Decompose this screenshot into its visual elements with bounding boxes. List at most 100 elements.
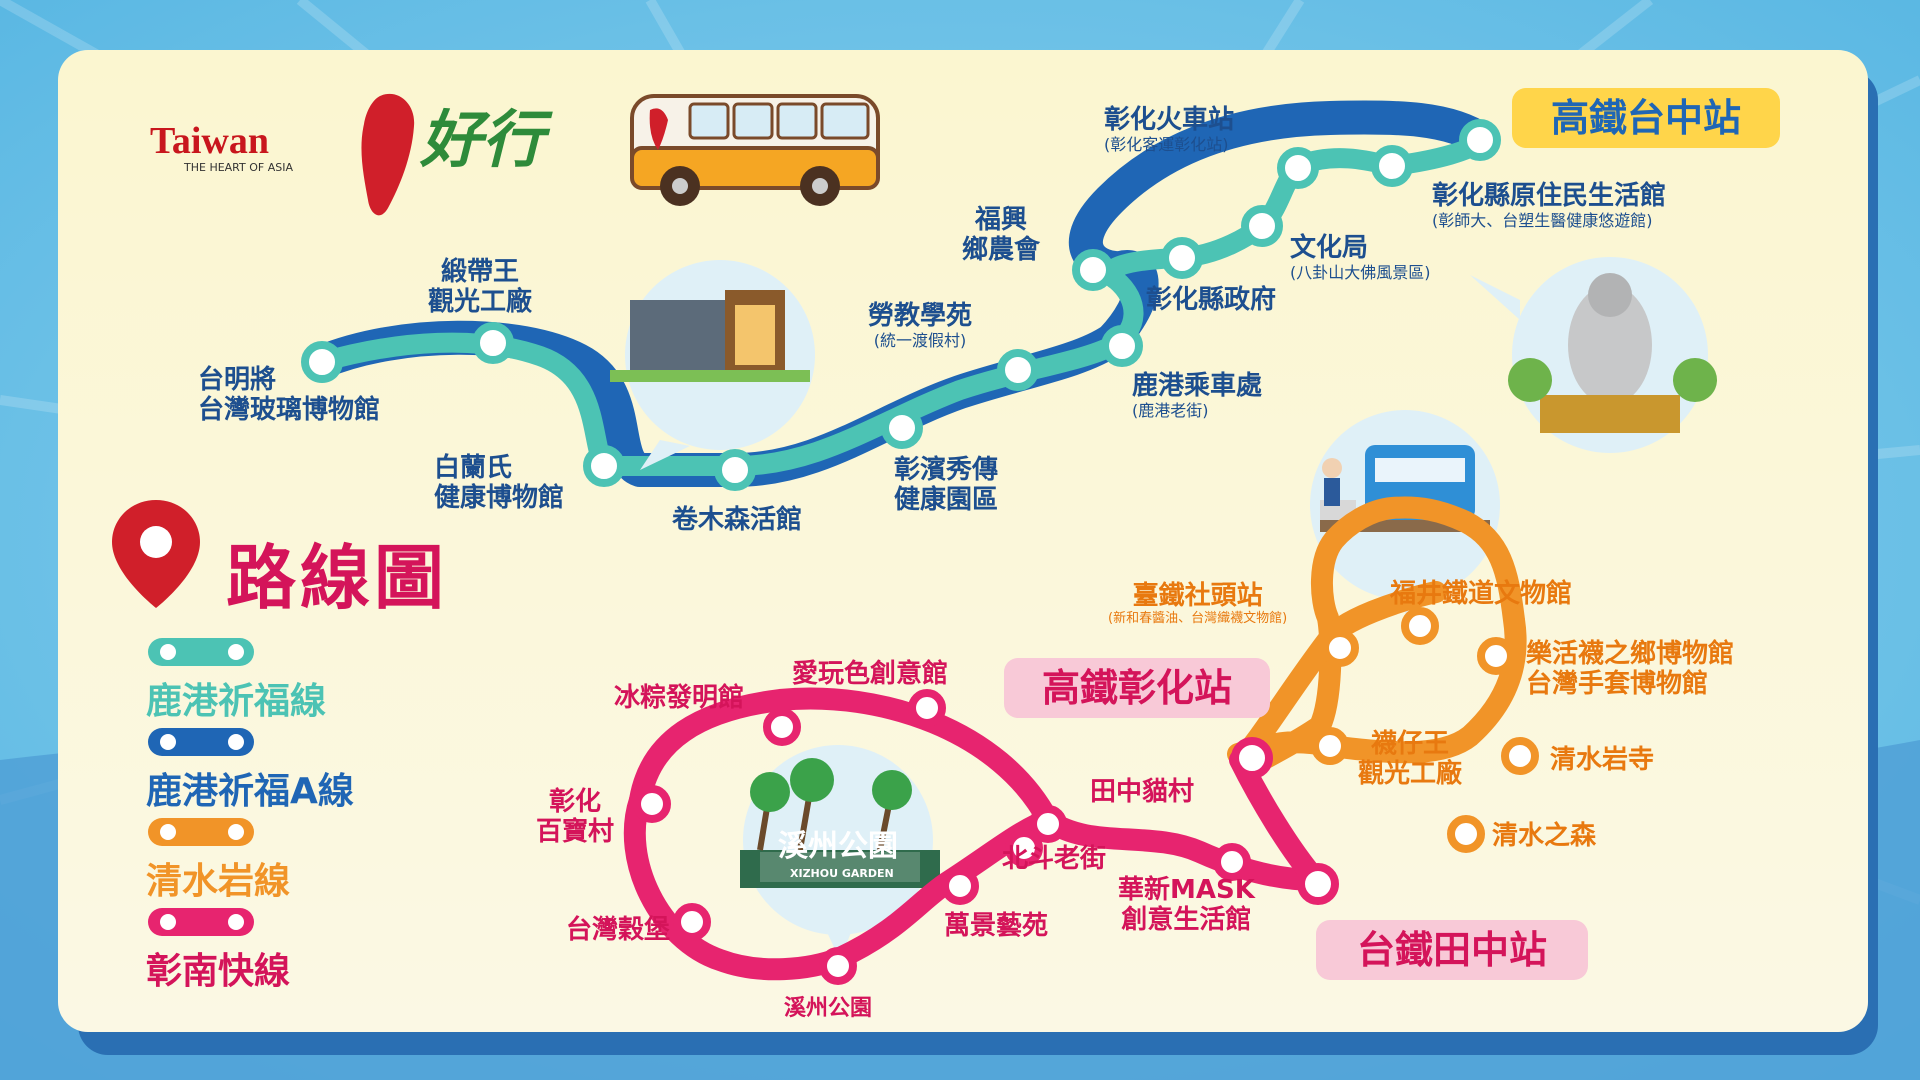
stop-sock-museum-dot[interactable]	[1477, 637, 1515, 675]
xizhou-sign-en: XIZHOU GARDEN	[790, 867, 894, 880]
stop-label-mask: 華新MASK 創意生活館	[1118, 875, 1255, 936]
legend-label-lukang-blessing: 鹿港祈福線	[146, 681, 327, 722]
stop-label-laojiao-line2: (統一渡假村)	[873, 330, 967, 350]
stop-label-zhutou-line2: (新和春醬油、台灣織襪文物館)	[1108, 610, 1288, 626]
legend-label-qingshui: 清水岩線	[146, 861, 291, 902]
stop-brands-dot[interactable]	[583, 445, 625, 487]
stop-label-ribbon: 緞帶王 觀光工廠	[428, 257, 533, 318]
stop-label-qingshui-temple: 清水岩寺	[1550, 745, 1655, 775]
stop-culture-dot[interactable]	[1241, 205, 1283, 247]
stop-tra-tianzhong-dot[interactable]	[1297, 863, 1339, 905]
stop-label-fuxing-line1: 福興	[975, 205, 1028, 235]
stop-indigenous-dot[interactable]	[1371, 145, 1413, 187]
stop-zhutou-dot[interactable]	[1321, 629, 1359, 667]
stop-xizhou-dot[interactable]	[819, 947, 857, 985]
stop-wanjing-dot[interactable]	[941, 867, 979, 905]
legend-swatches	[148, 638, 254, 936]
stop-zongzi-dot[interactable]	[763, 708, 801, 746]
stop-qingshui-forest-dot[interactable]	[1447, 815, 1485, 853]
badge-tra-tianzhong[interactable]: 台鐵田中站	[1316, 920, 1588, 980]
stop-label-changhua-rail: 彰化火車站 (彰化客運彰化站)	[1104, 105, 1235, 154]
legend-swatch-teal	[148, 638, 254, 666]
south-stops	[633, 607, 1539, 985]
stop-label-culture-line2: (八卦山大佛風景區)	[1290, 262, 1431, 282]
stop-label-zhangbin-line2: 健康園區	[894, 484, 999, 515]
stop-qingshui-temple-dot[interactable]	[1501, 737, 1539, 775]
stop-label-brands: 白蘭氏 健康博物館	[434, 453, 565, 514]
stop-label-ribbon-line1: 緞帶王	[441, 257, 520, 287]
stop-label-indigenous-line2: (彰師大、台塑生醫健康悠遊館)	[1432, 210, 1653, 230]
badge-thsr-taichung-label: 高鐵台中站	[1550, 96, 1741, 140]
stop-label-taimingjiang-line1: 台明將	[198, 365, 277, 395]
stop-label-tianzhong-cat: 田中貓村	[1090, 777, 1195, 807]
stop-laojiao-dot[interactable]	[997, 349, 1039, 391]
badge-tra-tianzhong-label: 台鐵田中站	[1356, 928, 1547, 972]
stop-label-laojiao-line1: 勞教學苑	[868, 301, 973, 331]
stop-grain-dot[interactable]	[673, 903, 711, 941]
north-stops	[301, 119, 1501, 491]
stop-thsr-changhua-dot[interactable]	[1231, 737, 1273, 779]
stop-thsr-taichung-dot[interactable]	[1459, 119, 1501, 161]
stop-juanmu-dot[interactable]	[714, 449, 756, 491]
stop-label-baobao-line2: 百寶村	[536, 816, 615, 847]
location-pin-icon	[112, 500, 200, 608]
stop-label-sock-king-line2: 觀光工廠	[1358, 758, 1463, 789]
badge-thsr-changhua[interactable]: 高鐵彰化站	[1004, 658, 1270, 718]
stop-label-taimingjiang: 台明將 台灣玻璃博物館	[198, 365, 380, 426]
xizhou-sign-text: 溪州公園	[778, 829, 898, 864]
stop-beidou-dot[interactable]	[1005, 829, 1043, 867]
stop-sock-king-dot[interactable]	[1311, 727, 1349, 765]
stop-fujing-dot[interactable]	[1401, 607, 1439, 645]
stop-label-sock-king: 襪仔王 觀光工廠	[1358, 729, 1463, 790]
stop-changhua-rail-dot[interactable]	[1277, 147, 1319, 189]
stop-label-grain: 台灣穀堡	[566, 915, 671, 945]
stop-label-laojiao: 勞教學苑 (統一渡假村)	[868, 301, 973, 350]
stop-label-beidou: 北斗老街	[1002, 844, 1107, 874]
stop-label-lukang-line1: 鹿港乘車處	[1132, 371, 1263, 401]
stop-label-aiwanse: 愛玩色創意館	[792, 659, 949, 689]
stop-ribbon-dot[interactable]	[472, 322, 514, 364]
badge-thsr-taichung[interactable]: 高鐵台中站	[1512, 88, 1780, 148]
stop-label-zhutou-line1: 臺鐵社頭站	[1132, 581, 1263, 611]
stop-label-zongzi: 冰粽發明館	[614, 683, 745, 713]
stop-label-zhutou: 臺鐵社頭站 (新和春醬油、台灣織襪文物館)	[1108, 581, 1288, 627]
stop-baobao-dot[interactable]	[633, 785, 671, 823]
bus-illustration	[630, 94, 880, 206]
stop-label-culture: 文化局 (八卦山大佛風景區)	[1290, 233, 1431, 282]
legend-swatch-blue	[148, 728, 254, 756]
stop-label-sock-king-line1: 襪仔王	[1371, 729, 1450, 759]
stop-taimingjiang-dot[interactable]	[301, 341, 343, 383]
map-title: 路線圖	[226, 537, 448, 619]
stop-tianzhong-cat-dot[interactable]	[1029, 805, 1067, 843]
stop-label-zhangbin: 彰濱秀傳 健康園區	[894, 455, 999, 516]
taiwan-island-logo-icon	[361, 93, 415, 216]
legend-swatch-pink	[148, 908, 254, 936]
logo-tagline: THE HEART OF ASIA	[184, 161, 294, 174]
stop-label-changhua-rail-line1: 彰化火車站	[1104, 105, 1235, 135]
stop-county-gov-dot[interactable]	[1161, 237, 1203, 279]
stop-label-lukang-line2: (鹿港老街)	[1132, 400, 1209, 420]
stop-fuxing-dot[interactable]	[1072, 249, 1114, 291]
stop-label-zhangbin-line1: 彰濱秀傳	[894, 455, 999, 485]
stop-label-indigenous-line1: 彰化縣原住民生活館	[1432, 181, 1667, 211]
buddha-bubble	[1470, 257, 1717, 453]
stop-label-juanmu: 卷木森活館	[672, 505, 803, 535]
stop-label-fujing: 福井鐵道文物館	[1390, 579, 1573, 609]
stop-label-brands-line1: 白蘭氏	[434, 453, 513, 483]
stop-aiwanse-dot[interactable]	[908, 689, 946, 727]
stop-label-changhua-rail-line2: (彰化客運彰化站)	[1104, 134, 1229, 154]
stop-label-ribbon-line2: 觀光工廠	[428, 286, 533, 317]
legend-swatch-orange	[148, 818, 254, 846]
stop-label-wanjing: 萬景藝苑	[944, 911, 1049, 941]
stop-label-culture-line1: 文化局	[1290, 233, 1369, 263]
museum-bubble	[610, 260, 815, 470]
legend-label-lukang-blessing-a: 鹿港祈福A線	[146, 771, 354, 812]
stop-zhangbin-dot[interactable]	[881, 407, 923, 449]
stop-label-sock-museum: 樂活襪之鄉博物館 台灣手套博物館	[1526, 639, 1734, 700]
stop-mask-dot[interactable]	[1213, 843, 1251, 881]
stop-label-baobao-line1: 彰化	[549, 787, 602, 817]
stop-label-brands-line2: 健康博物館	[434, 482, 565, 513]
stop-lukang-dot[interactable]	[1101, 325, 1143, 367]
